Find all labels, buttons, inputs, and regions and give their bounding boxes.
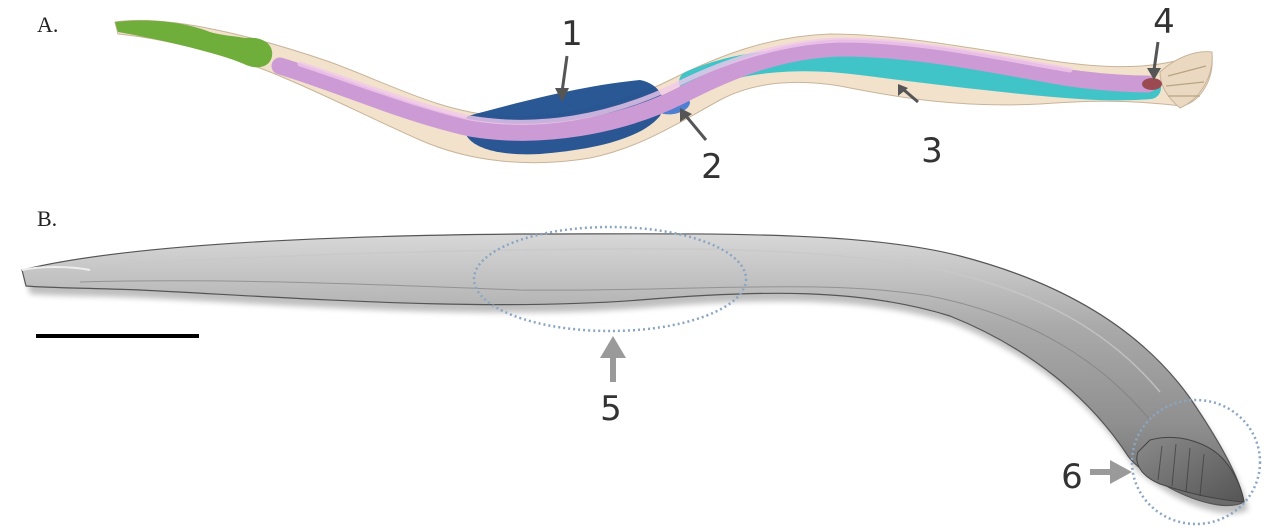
pharynx-shape bbox=[115, 20, 272, 67]
callout-5-label: 5 bbox=[600, 389, 622, 429]
callout-3-label: 3 bbox=[921, 131, 943, 171]
callout-6: 6 bbox=[1061, 457, 1132, 497]
callout-2-label: 2 bbox=[701, 147, 723, 187]
callout-2: 2 bbox=[680, 108, 723, 187]
panel-b-label: B. bbox=[37, 206, 57, 231]
schematic-worm bbox=[115, 20, 1212, 162]
callout-4-label: 4 bbox=[1153, 2, 1175, 42]
panel-a-label: A. bbox=[37, 12, 58, 37]
callout-5: 5 bbox=[600, 336, 626, 429]
rectum-shape bbox=[1142, 78, 1162, 90]
callout-1: 1 bbox=[555, 14, 583, 102]
callout-6-label: 6 bbox=[1061, 457, 1083, 497]
micrograph-tail bbox=[1137, 437, 1244, 502]
callout-1-label: 1 bbox=[561, 14, 583, 54]
